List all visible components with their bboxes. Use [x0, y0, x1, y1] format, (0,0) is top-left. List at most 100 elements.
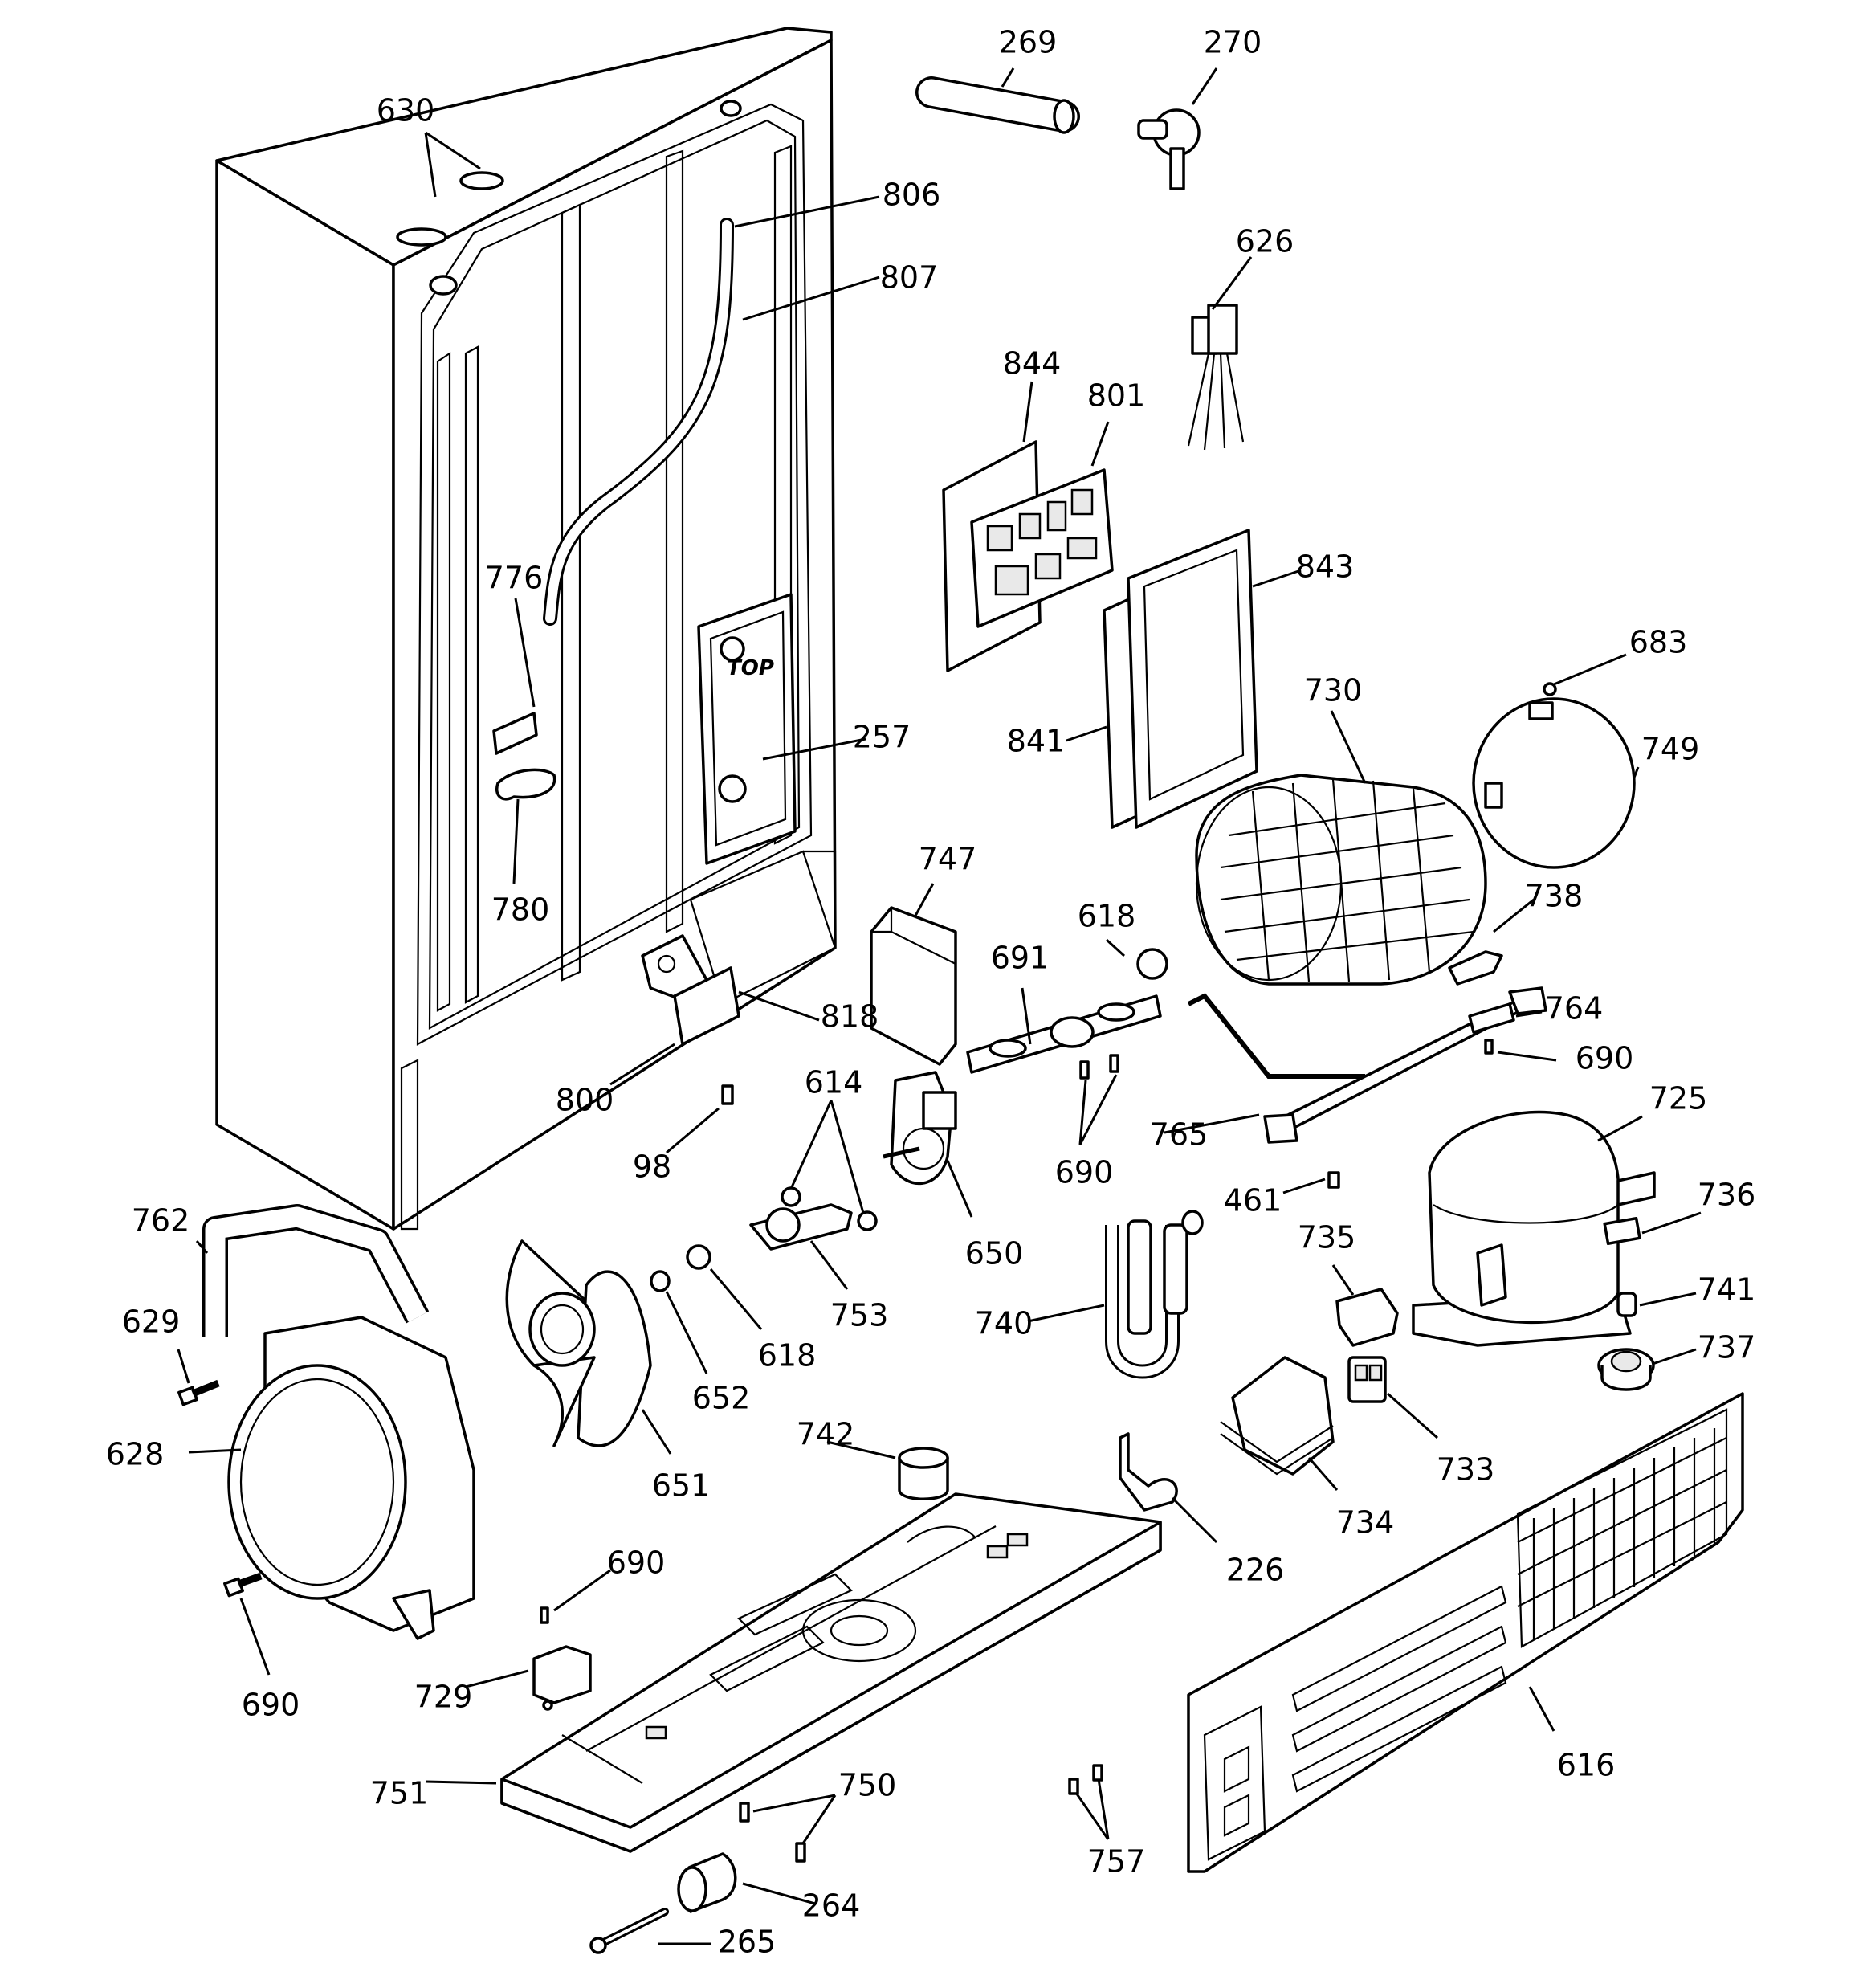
- label-843: 843: [1296, 549, 1355, 585]
- label-629: 629: [122, 1304, 181, 1340]
- label-725: 725: [1649, 1081, 1708, 1116]
- label-801: 801: [1087, 378, 1146, 414]
- part-750-screws: [739, 1802, 806, 1863]
- label-691: 691: [991, 941, 1050, 976]
- part-737-fitting: [1597, 1348, 1655, 1391]
- part-226-clip: [1119, 1432, 1178, 1512]
- label-740: 740: [975, 1306, 1033, 1341]
- label-844: 844: [1003, 346, 1062, 382]
- part-740-drier: [1105, 1210, 1204, 1379]
- part-shapes: [177, 76, 1744, 1954]
- label-753: 753: [830, 1298, 889, 1333]
- part-683-screw: [1543, 682, 1557, 696]
- leader-lines: [177, 67, 1702, 1945]
- part-650-motor: [883, 1071, 957, 1186]
- part-757-screws: [1068, 1764, 1103, 1795]
- label-652: 652: [692, 1381, 751, 1416]
- part-753-bracket: [749, 1186, 878, 1251]
- label-764: 764: [1545, 991, 1604, 1027]
- part-461-screw: [1327, 1171, 1340, 1189]
- part-741-plug: [1616, 1292, 1637, 1317]
- part-265-pin: [589, 1908, 669, 1954]
- part-98-screw: [721, 1084, 734, 1105]
- part-733-overload: [1347, 1356, 1387, 1403]
- label-651: 651: [652, 1468, 711, 1504]
- label-800: 800: [556, 1083, 614, 1118]
- label-757: 757: [1087, 1844, 1146, 1880]
- label-751: 751: [370, 1776, 429, 1811]
- part-618a-grommet: [1136, 948, 1168, 980]
- part-730-condenser: [1187, 774, 1487, 1079]
- label-98: 98: [633, 1149, 671, 1185]
- part-801-board: [970, 468, 1114, 628]
- part-690d-screw: [540, 1606, 549, 1624]
- label-257: 257: [853, 720, 911, 755]
- part-765-bracket: [1263, 986, 1547, 1144]
- label-807: 807: [880, 260, 939, 296]
- part-690a-screw: [1484, 1039, 1494, 1055]
- part-747-block: [870, 906, 957, 1066]
- label-762: 762: [132, 1203, 190, 1239]
- label-818: 818: [821, 999, 879, 1035]
- label-264: 264: [802, 1888, 861, 1924]
- part-628-shroud: [227, 1316, 475, 1640]
- part-618b-grommet: [686, 1244, 711, 1270]
- label-614: 614: [805, 1065, 863, 1100]
- label-806: 806: [883, 178, 941, 213]
- label-626: 626: [1236, 224, 1294, 259]
- part-690c-bolt: [223, 1572, 263, 1598]
- label-618b: 618: [758, 1338, 817, 1374]
- part-690b-screws: [1079, 1054, 1119, 1080]
- part-269-tube: [915, 76, 1080, 134]
- label-616: 616: [1557, 1748, 1616, 1783]
- part-734-capacitor: [1220, 1356, 1335, 1476]
- label-765: 765: [1150, 1117, 1209, 1153]
- part-843-frame: [1103, 529, 1258, 829]
- label-747: 747: [919, 842, 977, 877]
- label-750: 750: [838, 1768, 897, 1803]
- part-626-harness: [1187, 304, 1245, 451]
- label-738: 738: [1525, 879, 1584, 914]
- label-269: 269: [999, 25, 1058, 60]
- part-751-basepan: [500, 1492, 1162, 1853]
- part-742-cylinder: [898, 1447, 949, 1500]
- label-270: 270: [1204, 25, 1262, 60]
- label-780: 780: [491, 892, 550, 928]
- part-264-cylinder: [677, 1852, 737, 1913]
- label-226: 226: [1226, 1553, 1285, 1588]
- label-730: 730: [1304, 673, 1363, 708]
- label-737: 737: [1698, 1330, 1756, 1365]
- part-651-fanblade: [505, 1239, 652, 1447]
- label-690c: 690: [607, 1545, 666, 1581]
- label-729: 729: [414, 1680, 473, 1715]
- part-735-relay: [1335, 1288, 1399, 1347]
- part-labels: 269 270 630 806 807 626 844 801 776 843 …: [106, 25, 1756, 1960]
- label-776: 776: [485, 561, 544, 596]
- label-683: 683: [1629, 625, 1688, 660]
- part-818-800-bracket: [641, 934, 740, 1046]
- part-652-nut: [650, 1270, 671, 1292]
- label-733: 733: [1437, 1452, 1495, 1488]
- label-734: 734: [1336, 1505, 1395, 1541]
- part-738-clip: [1448, 950, 1503, 986]
- part-691-strip: [966, 994, 1162, 1074]
- part-764-clip: [1468, 1002, 1515, 1034]
- label-742: 742: [797, 1417, 855, 1452]
- label-628: 628: [106, 1437, 165, 1472]
- label-735: 735: [1298, 1220, 1356, 1255]
- label-690a: 690: [1576, 1041, 1634, 1076]
- label-749: 749: [1641, 732, 1700, 767]
- label-630: 630: [377, 93, 435, 129]
- cabinet-back: TOP: [215, 27, 837, 1231]
- label-690b: 690: [1055, 1155, 1114, 1190]
- part-725-compressor: [1412, 1110, 1656, 1347]
- label-650: 650: [965, 1236, 1024, 1272]
- part-616-panel: [1187, 1392, 1744, 1873]
- label-461: 461: [1224, 1183, 1282, 1219]
- part-270-valve: [1137, 108, 1201, 190]
- label-690d: 690: [242, 1688, 300, 1723]
- label-736: 736: [1698, 1178, 1756, 1213]
- label-265: 265: [718, 1925, 777, 1960]
- part-729-capacitor: [532, 1645, 592, 1711]
